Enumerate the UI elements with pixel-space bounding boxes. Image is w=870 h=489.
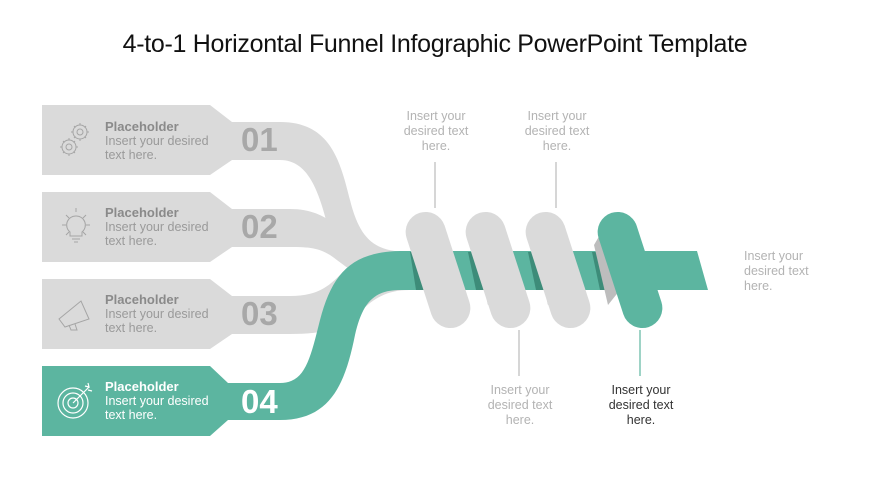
callout-3-line-1: Insert your [490,383,550,397]
row-1-text: Placeholder Insert your desired text her… [105,119,235,163]
target-icon [57,382,93,419]
callout-bottom-2: Insert your desired text here. [586,383,696,428]
callout-4-line-1: Insert your [611,383,671,397]
callout-bottom-1: Insert your desired text here. [465,383,575,428]
callout-1-line-1: Insert your [406,109,466,123]
row-2-number: 02 [241,208,278,245]
callout-1-line-3: here. [421,139,451,153]
lightbulb-icon [62,208,90,243]
row-3-desc-2: text here. [105,321,158,335]
row-4-heading: Placeholder [105,379,179,394]
callout-5-line-3: here. [744,279,773,293]
callout-2-line-2: desired text [524,124,590,138]
coil-2 [465,211,531,329]
row-3-text: Placeholder Insert your desired text her… [105,292,235,336]
row-1-desc-1: Insert your desired [105,134,209,148]
callout-1-line-2: desired text [403,124,469,138]
row-1-band [42,105,410,290]
row-2-heading: Placeholder [105,205,179,220]
callout-5-line-1: Insert your [744,249,804,263]
row-3-heading: Placeholder [105,292,179,307]
row-3-desc-1: Insert your desired [105,307,209,321]
callout-top-1: Insert your desired text here. [381,109,491,154]
row-4-band [42,251,708,436]
callout-2-line-1: Insert your [527,109,587,123]
callout-3-line-2: desired text [487,398,553,412]
gray-flows [42,105,410,349]
callout-3-line-3: here. [505,413,535,427]
row-4-text: Placeholder Insert your desired text her… [105,379,235,423]
row-2-desc-2: text here. [105,234,158,248]
megaphone-icon [58,300,90,331]
coil-1 [405,211,471,329]
gears-icon [60,123,89,156]
callout-4-line-3: here. [626,413,656,427]
row-2-text: Placeholder Insert your desired text her… [105,205,235,249]
row-2-band [42,192,410,290]
row-3-number: 03 [241,295,278,332]
row-4-desc-1: Insert your desired [105,394,209,408]
callout-right: Insert your desired text here. [744,249,854,294]
callout-5-line-2: desired text [744,264,809,278]
row-1-number: 01 [241,121,278,158]
row-4-number: 04 [241,383,278,420]
row-4-desc-2: text here. [105,408,158,422]
coils [405,211,663,329]
row-1-heading: Placeholder [105,119,179,134]
row-1-desc-2: text here. [105,148,158,162]
callout-4-line-2: desired text [608,398,674,412]
slide-title: 4-to-1 Horizontal Funnel Infographic Pow… [122,30,748,58]
row-2-desc-1: Insert your desired [105,220,209,234]
coil-4 [592,211,663,329]
callout-2-line-3: here. [542,139,572,153]
coil-3 [525,211,591,329]
callout-top-2: Insert your desired text here. [502,109,612,154]
row-3-band [42,252,410,349]
